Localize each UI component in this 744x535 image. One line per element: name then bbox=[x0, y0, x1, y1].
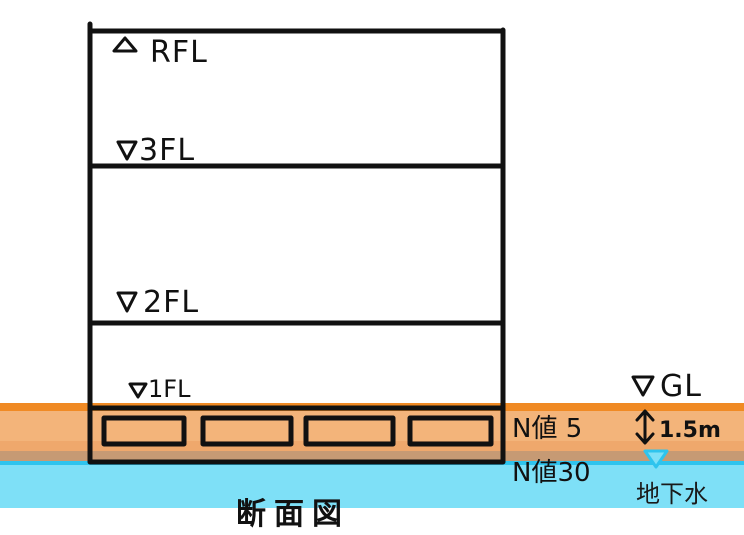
level-markers bbox=[112, 36, 655, 399]
label-2fl: 2FL bbox=[143, 285, 199, 320]
label-n-value-lower: N値30 bbox=[512, 458, 591, 488]
soil-layer-lower bbox=[0, 451, 744, 462]
label-n-value-upper: N値 5 bbox=[512, 414, 582, 444]
ground-strata bbox=[0, 403, 744, 508]
label-groundwater: 地下水 bbox=[636, 480, 708, 508]
depth-arrow-icon bbox=[635, 409, 655, 445]
label-rfl: RFL bbox=[150, 35, 208, 70]
1fl-triangle-icon bbox=[128, 382, 148, 399]
gl-triangle-icon bbox=[631, 375, 655, 397]
footing bbox=[303, 415, 396, 447]
footing bbox=[101, 415, 187, 447]
building-outer-walls bbox=[87, 21, 506, 465]
footing bbox=[200, 415, 294, 447]
building-section bbox=[87, 21, 506, 465]
groundwater-triangle-icon bbox=[643, 449, 669, 469]
3fl-triangle-icon bbox=[116, 140, 138, 161]
label-1fl: 1FL bbox=[148, 375, 191, 403]
foundation-footings bbox=[101, 415, 494, 447]
rfl-triangle-icon bbox=[112, 36, 138, 53]
label-gl: GL bbox=[660, 369, 702, 404]
label-3fl: 3FL bbox=[139, 133, 195, 168]
diagram-title: 断面図 bbox=[236, 497, 350, 532]
label-groundwater-depth: 1.5m bbox=[659, 418, 721, 443]
footing bbox=[407, 415, 494, 447]
groundwater-layer bbox=[0, 462, 744, 508]
2fl-triangle-icon bbox=[116, 291, 138, 313]
